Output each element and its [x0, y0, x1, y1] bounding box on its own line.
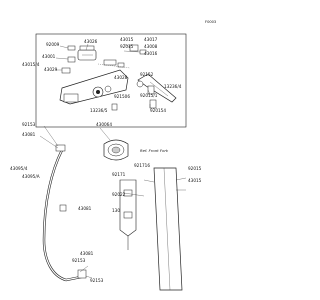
part-label: 43008 — [144, 44, 158, 49]
brake-lever — [136, 73, 177, 109]
part-label: 92015/1 — [140, 93, 158, 98]
part-label: 92009 — [46, 42, 60, 47]
part-label: 92022 — [112, 192, 126, 197]
part-label: 43017 — [144, 37, 158, 42]
front-fork — [153, 167, 183, 291]
part-label: 43095/4 — [10, 166, 28, 171]
parts-diagram: F0003 — [10, 20, 216, 291]
part-label: 43081 — [22, 132, 36, 137]
part-label: 43028 — [114, 75, 128, 80]
part-label: 92153 — [90, 278, 104, 283]
part-label: 920154 — [150, 108, 166, 113]
master-cylinder-body — [59, 69, 129, 105]
part-label: 43001 — [42, 54, 56, 59]
diagram-code: F0003 — [205, 20, 216, 24]
part-label: 43015/4 — [22, 62, 40, 67]
caliper — [103, 139, 129, 161]
leader-lines — [39, 43, 187, 279]
box-bolts — [61, 44, 147, 111]
part-label: 43016 — [144, 51, 158, 56]
part-label: 13236/5 — [90, 108, 108, 113]
part-label: 13236/4 — [164, 84, 182, 89]
part-label: 43081 — [78, 206, 92, 211]
piston-kit — [97, 59, 131, 69]
part-label: 43015 — [120, 37, 134, 42]
part-labels: 92009 43026 43015 43017 92015 43008 4300… — [10, 37, 202, 283]
hose-bracket — [119, 179, 137, 250]
assembly-box — [35, 33, 187, 128]
part-label: 43026 — [84, 39, 98, 44]
part-label: 43095/A — [22, 174, 40, 179]
part-label: 43081 — [80, 251, 94, 256]
part-label: 43015 — [188, 178, 202, 183]
ref-front-fork-label: Ref. Front Fork — [140, 148, 169, 153]
part-label: 92153 — [22, 122, 36, 127]
part-label: 43029 — [44, 67, 58, 72]
part-label: 92171 — [112, 172, 126, 177]
part-label: 92015 — [188, 166, 202, 171]
part-label: 430064 — [96, 122, 112, 127]
part-label: 921716 — [134, 163, 150, 168]
exploded-view: F0003 — [10, 20, 216, 291]
part-label: 92152 — [140, 72, 154, 77]
part-label: 130 — [112, 208, 120, 213]
part-label: 92153 — [72, 258, 86, 263]
part-label: 92015 — [120, 44, 134, 49]
brake-hose — [42, 144, 87, 282]
part-label: 921506 — [114, 94, 130, 99]
reservoir — [77, 45, 97, 61]
